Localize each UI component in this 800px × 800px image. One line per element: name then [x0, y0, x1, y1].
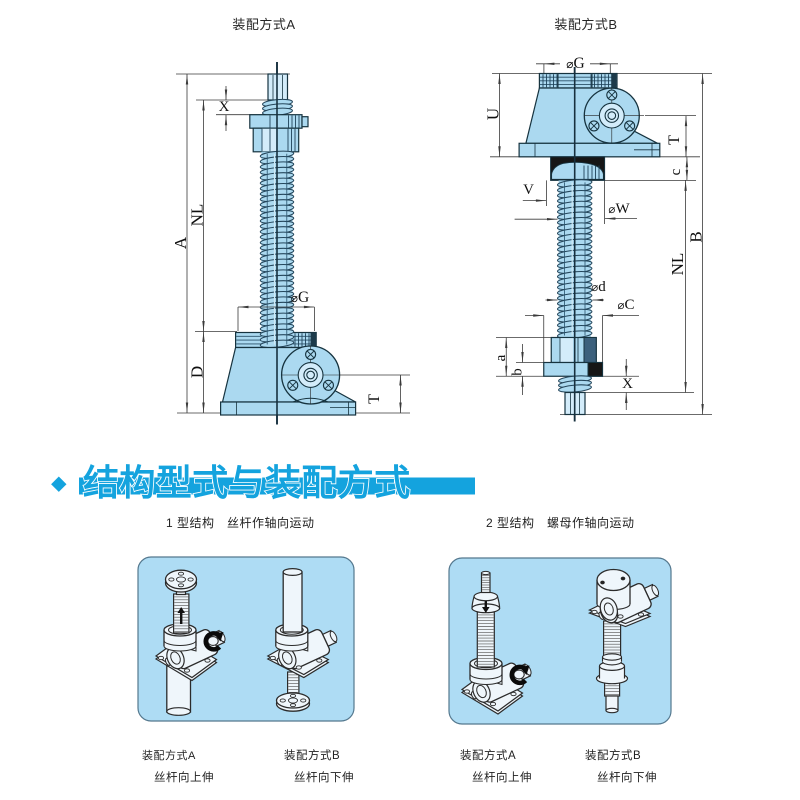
- svg-text:装配方式A: 装配方式A: [142, 748, 196, 762]
- svg-text:装配方式A: 装配方式A: [460, 748, 516, 762]
- svg-text:装配方式B: 装配方式B: [585, 748, 641, 762]
- svg-text:c: c: [668, 168, 684, 175]
- svg-text:装配方式A: 装配方式A: [232, 17, 295, 32]
- svg-text:⌀d: ⌀d: [591, 279, 606, 295]
- svg-text:2 型结构 螺母作轴向运动: 2 型结构 螺母作轴向运动: [486, 515, 635, 530]
- svg-text:A: A: [171, 236, 190, 249]
- svg-text:1 型结构 丝杆作轴向运动: 1 型结构 丝杆作轴向运动: [166, 515, 315, 530]
- svg-text:X: X: [219, 99, 230, 115]
- svg-text:a: a: [493, 354, 509, 361]
- svg-text:装配方式B: 装配方式B: [554, 17, 617, 32]
- svg-text:丝杆向下伸: 丝杆向下伸: [294, 770, 354, 784]
- svg-text:D: D: [188, 366, 207, 378]
- svg-text:⌀C: ⌀C: [617, 297, 634, 313]
- svg-text:X: X: [622, 376, 633, 392]
- svg-text:b: b: [510, 368, 526, 376]
- svg-text:丝杆向下伸: 丝杆向下伸: [597, 770, 657, 784]
- svg-text:NL: NL: [668, 253, 687, 276]
- svg-text:结构型式与装配方式: 结构型式与装配方式: [83, 462, 411, 503]
- svg-text:⌀W: ⌀W: [608, 201, 630, 217]
- svg-text:⌀G: ⌀G: [566, 55, 584, 72]
- svg-text:⌀G: ⌀G: [291, 289, 309, 306]
- svg-text:T: T: [366, 394, 383, 404]
- svg-text:T: T: [666, 135, 683, 145]
- svg-text:V: V: [523, 182, 534, 198]
- svg-text:NL: NL: [188, 204, 207, 227]
- svg-text:B: B: [687, 231, 706, 242]
- svg-text:丝杆向上伸: 丝杆向上伸: [472, 770, 532, 784]
- svg-text:丝杆向上伸: 丝杆向上伸: [154, 770, 214, 784]
- svg-text:U: U: [484, 108, 503, 120]
- svg-text:装配方式B: 装配方式B: [284, 748, 340, 762]
